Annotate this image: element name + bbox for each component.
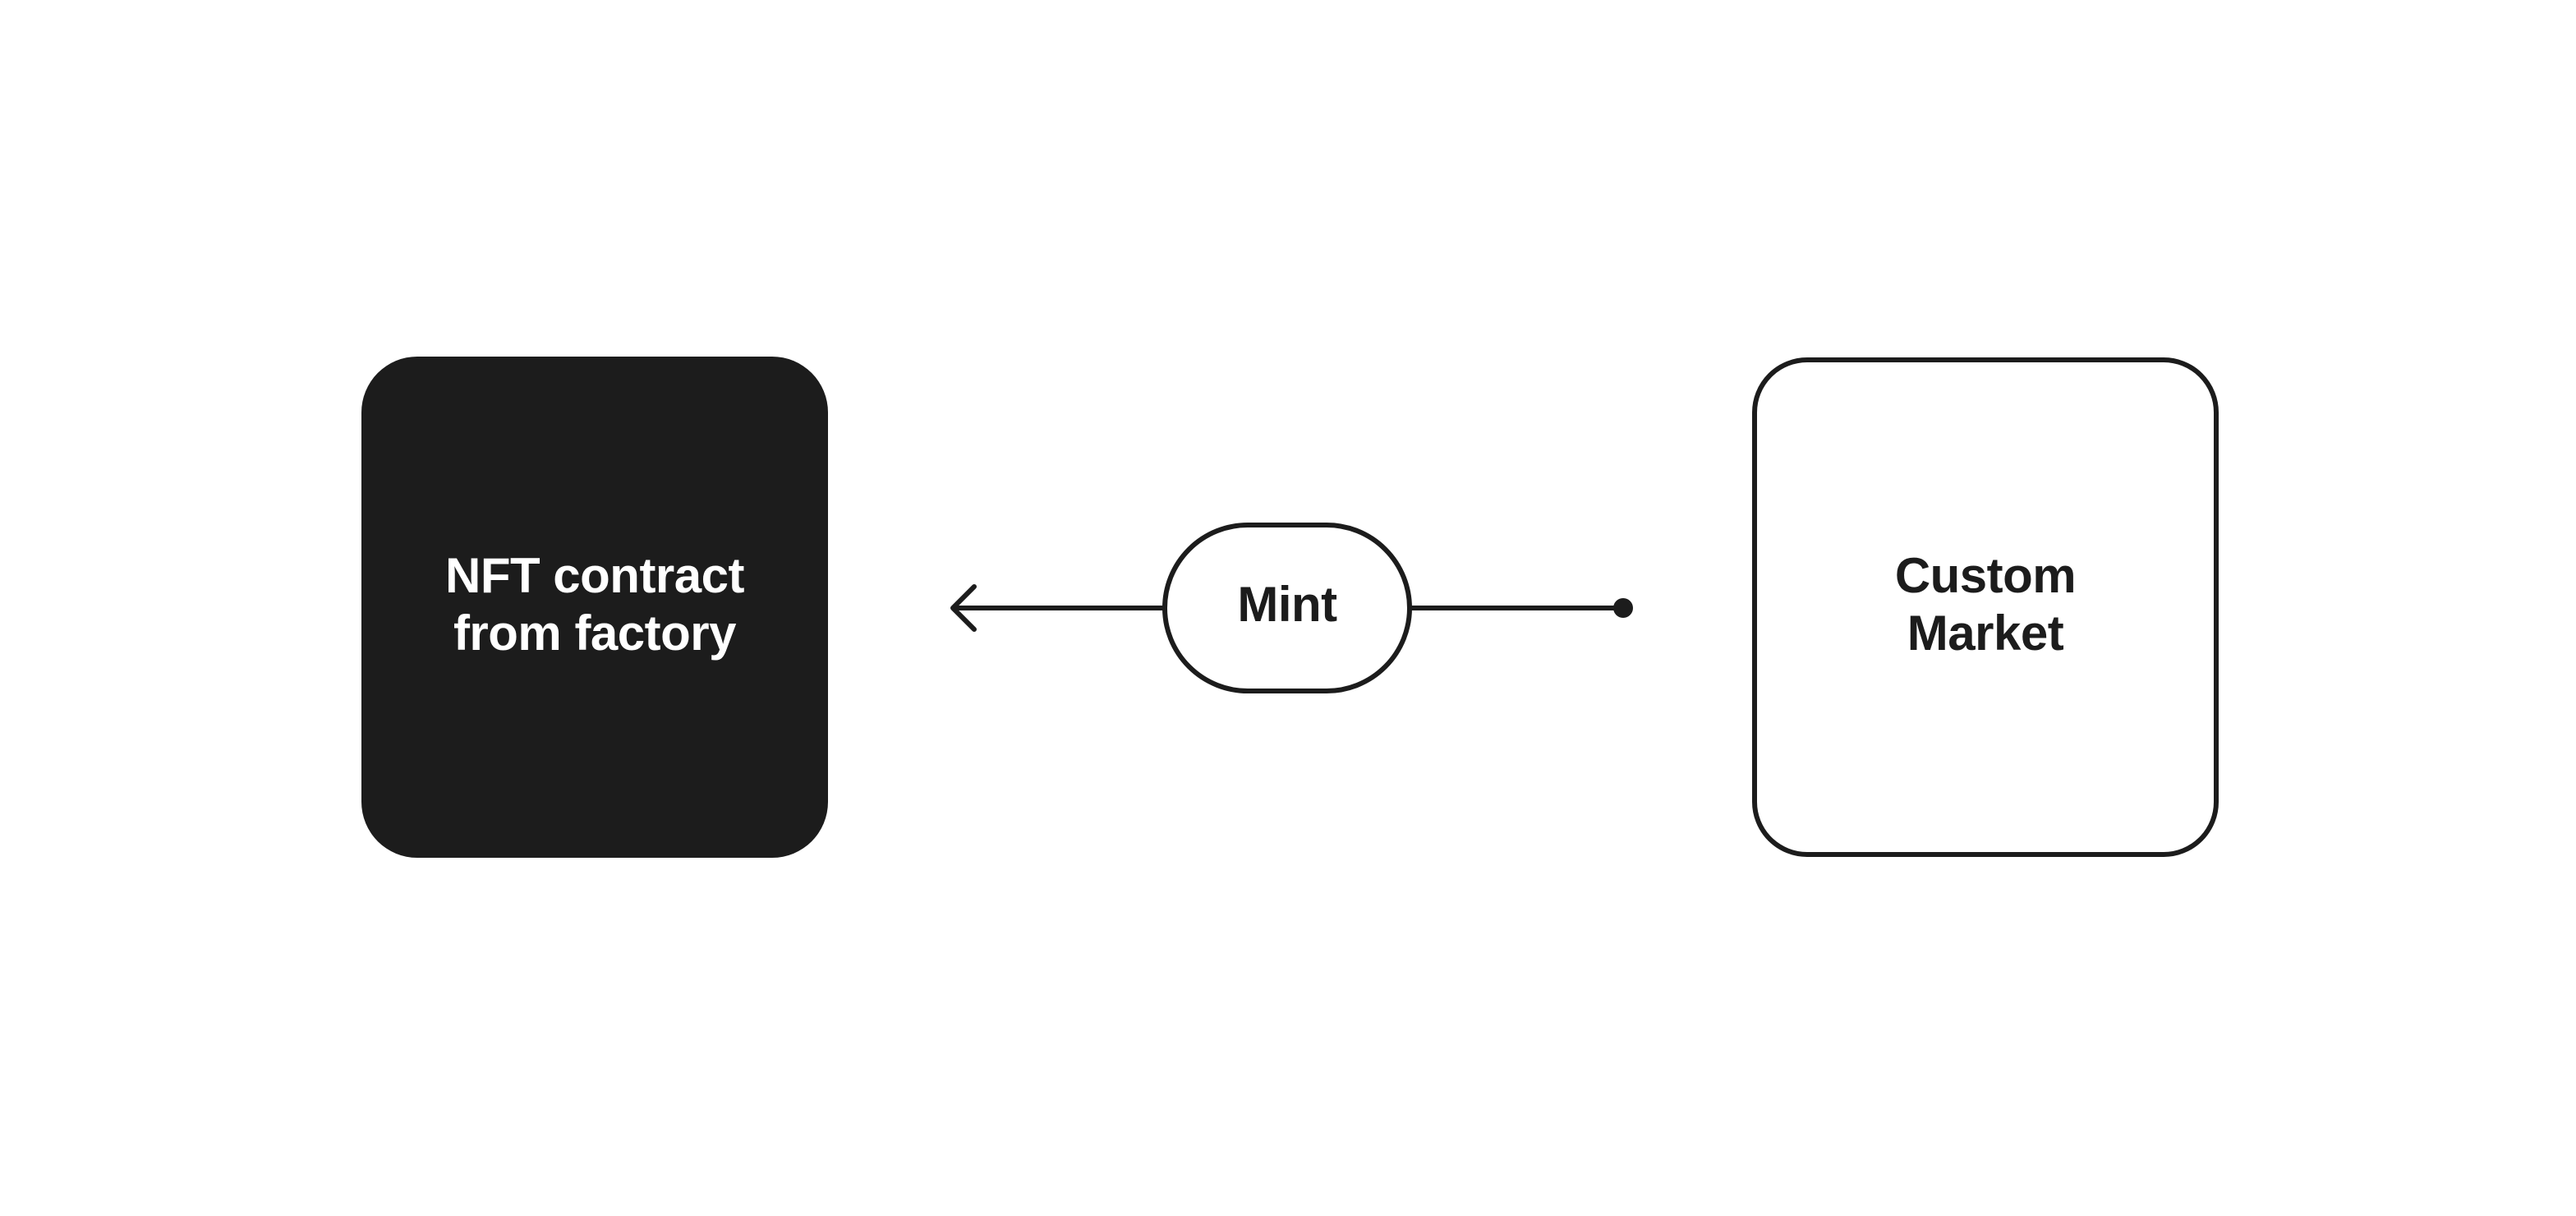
node-nft-contract[interactable]: NFT contract from factory bbox=[361, 357, 828, 858]
arrowhead-open-icon bbox=[950, 584, 977, 632]
edge-mint-to-nft-contract bbox=[950, 584, 1165, 632]
node-custom-market-label-line1: Custom bbox=[1895, 548, 2076, 603]
node-mint-label: Mint bbox=[1237, 577, 1337, 632]
edge-custom-market-to-mint bbox=[1410, 598, 1633, 618]
node-nft-contract-label-line2: from factory bbox=[453, 606, 737, 661]
node-custom-market-label-line2: Market bbox=[1907, 606, 2064, 661]
connector-dot-icon bbox=[1613, 598, 1633, 618]
node-mint[interactable]: Mint bbox=[1162, 523, 1412, 693]
node-custom-market[interactable]: Custom Market bbox=[1752, 357, 2219, 857]
node-nft-contract-label-line1: NFT contract bbox=[445, 548, 745, 603]
node-custom-market-box bbox=[1752, 357, 2219, 857]
node-nft-contract-box bbox=[361, 357, 828, 858]
